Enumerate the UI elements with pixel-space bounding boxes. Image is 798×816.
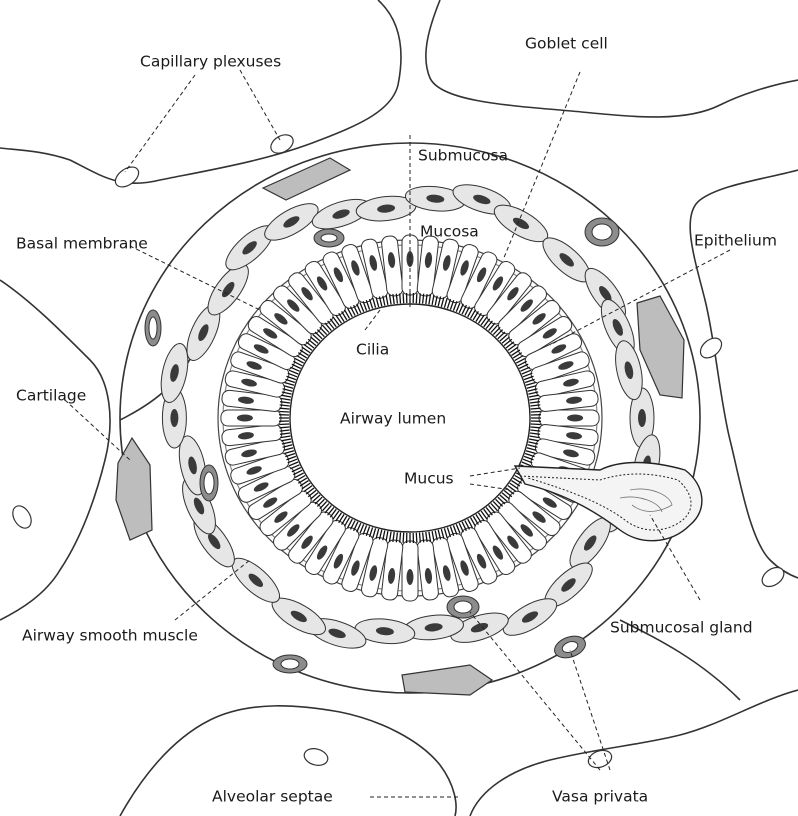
cilium bbox=[281, 395, 291, 397]
label-mucus: Mucus bbox=[404, 470, 454, 488]
cilium bbox=[420, 533, 421, 543]
cilium bbox=[373, 298, 376, 308]
cilium bbox=[284, 451, 294, 454]
cilium bbox=[281, 398, 291, 400]
label-goblet-cell: Goblet cell bbox=[525, 35, 608, 53]
cilium bbox=[386, 531, 388, 541]
cilium bbox=[403, 533, 404, 543]
cilium bbox=[529, 439, 539, 441]
cilium bbox=[400, 533, 401, 543]
cilium bbox=[531, 424, 541, 425]
label-cilia: Cilia bbox=[356, 341, 389, 359]
cilium bbox=[444, 298, 447, 308]
cilium bbox=[416, 293, 417, 303]
cilium bbox=[526, 383, 536, 386]
cilium bbox=[420, 293, 421, 303]
cilium bbox=[530, 398, 540, 400]
label-submucosa: Submucosa bbox=[418, 147, 508, 165]
cilium bbox=[390, 295, 392, 305]
cilium bbox=[360, 303, 364, 312]
cilium bbox=[289, 462, 298, 466]
cilium bbox=[370, 527, 373, 537]
epithelial-cell bbox=[221, 410, 281, 426]
label-vasa-privata: Vasa privata bbox=[552, 788, 648, 806]
cilium bbox=[456, 303, 460, 312]
cilium bbox=[429, 295, 431, 305]
cilium bbox=[429, 532, 431, 542]
label-basal-membrane: Basal membrane bbox=[16, 235, 148, 253]
label-airway-smooth-muscle: Airway smooth muscle bbox=[22, 627, 198, 645]
diagram-labels: Capillary plexuses Goblet cell Submucosa… bbox=[16, 35, 777, 806]
cilium bbox=[529, 395, 539, 397]
cilium bbox=[400, 293, 401, 303]
cilium bbox=[531, 408, 541, 409]
epithelial-cell bbox=[539, 410, 599, 426]
cilium bbox=[531, 412, 541, 413]
cilium bbox=[403, 293, 404, 303]
cilium bbox=[526, 451, 536, 454]
cilium bbox=[370, 299, 373, 309]
cilium bbox=[279, 424, 289, 425]
cilium bbox=[279, 427, 289, 428]
cilium bbox=[279, 412, 289, 413]
label-capillary-plexuses: Capillary plexuses bbox=[140, 53, 281, 71]
cilium bbox=[386, 295, 388, 305]
cilium bbox=[416, 533, 417, 543]
epithelial-cell bbox=[402, 541, 418, 601]
cilium bbox=[447, 299, 450, 309]
label-mucosa: Mucosa bbox=[420, 223, 479, 241]
cilium bbox=[432, 531, 434, 541]
cilium bbox=[390, 532, 392, 542]
cilium bbox=[456, 524, 460, 533]
label-submucosal-gland: Submucosal gland bbox=[610, 619, 753, 637]
cilium bbox=[530, 436, 540, 438]
cilium bbox=[444, 528, 447, 538]
cilium bbox=[281, 436, 291, 438]
label-cartilage: Cartilage bbox=[16, 387, 86, 405]
cilium bbox=[432, 295, 434, 305]
label-airway-lumen: Airway lumen bbox=[340, 410, 446, 428]
label-epithelium: Epithelium bbox=[694, 232, 777, 250]
cilium bbox=[373, 528, 376, 538]
cilium bbox=[447, 527, 450, 537]
cilium bbox=[279, 408, 289, 409]
cilium bbox=[360, 524, 364, 533]
cilium bbox=[522, 370, 531, 374]
cilium bbox=[522, 462, 531, 466]
label-alveolar-septae: Alveolar septae bbox=[212, 788, 333, 806]
cilium bbox=[531, 427, 541, 428]
cilium bbox=[289, 370, 298, 374]
cilium bbox=[281, 439, 291, 441]
cilium bbox=[284, 383, 294, 386]
